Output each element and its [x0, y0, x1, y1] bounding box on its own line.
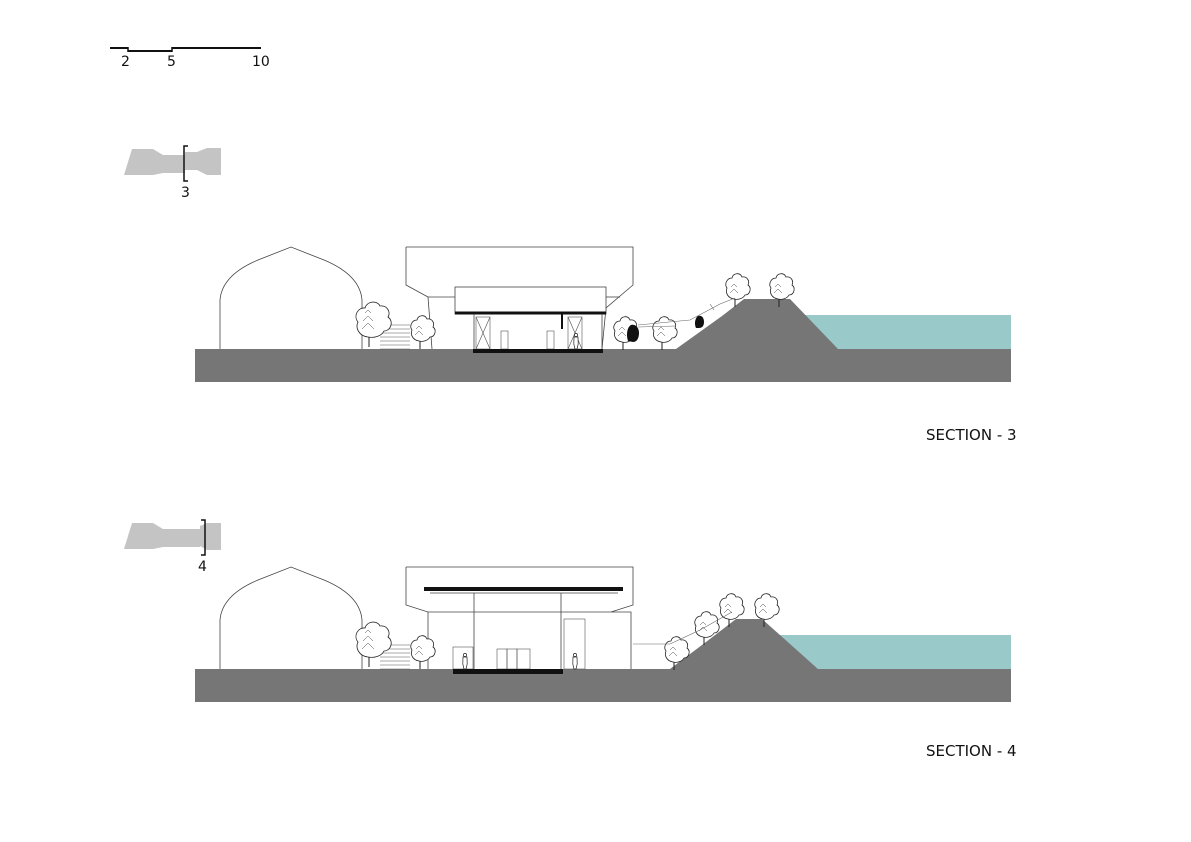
- section-4-title: SECTION - 4: [926, 742, 1017, 760]
- scale-tick-2: 2: [121, 54, 130, 70]
- key-plan-3: [124, 145, 221, 182]
- section-3-title: SECTION - 3: [926, 426, 1017, 444]
- scale-tick-5: 5: [167, 54, 176, 70]
- scale-tick-10: 10: [252, 54, 270, 70]
- key-plan-4-number: 4: [198, 559, 207, 575]
- section-4-drawing: [195, 566, 1011, 702]
- section-3-drawing: [195, 246, 1011, 382]
- key-plan-4: [124, 519, 221, 556]
- key-plan-3-number: 3: [181, 185, 190, 201]
